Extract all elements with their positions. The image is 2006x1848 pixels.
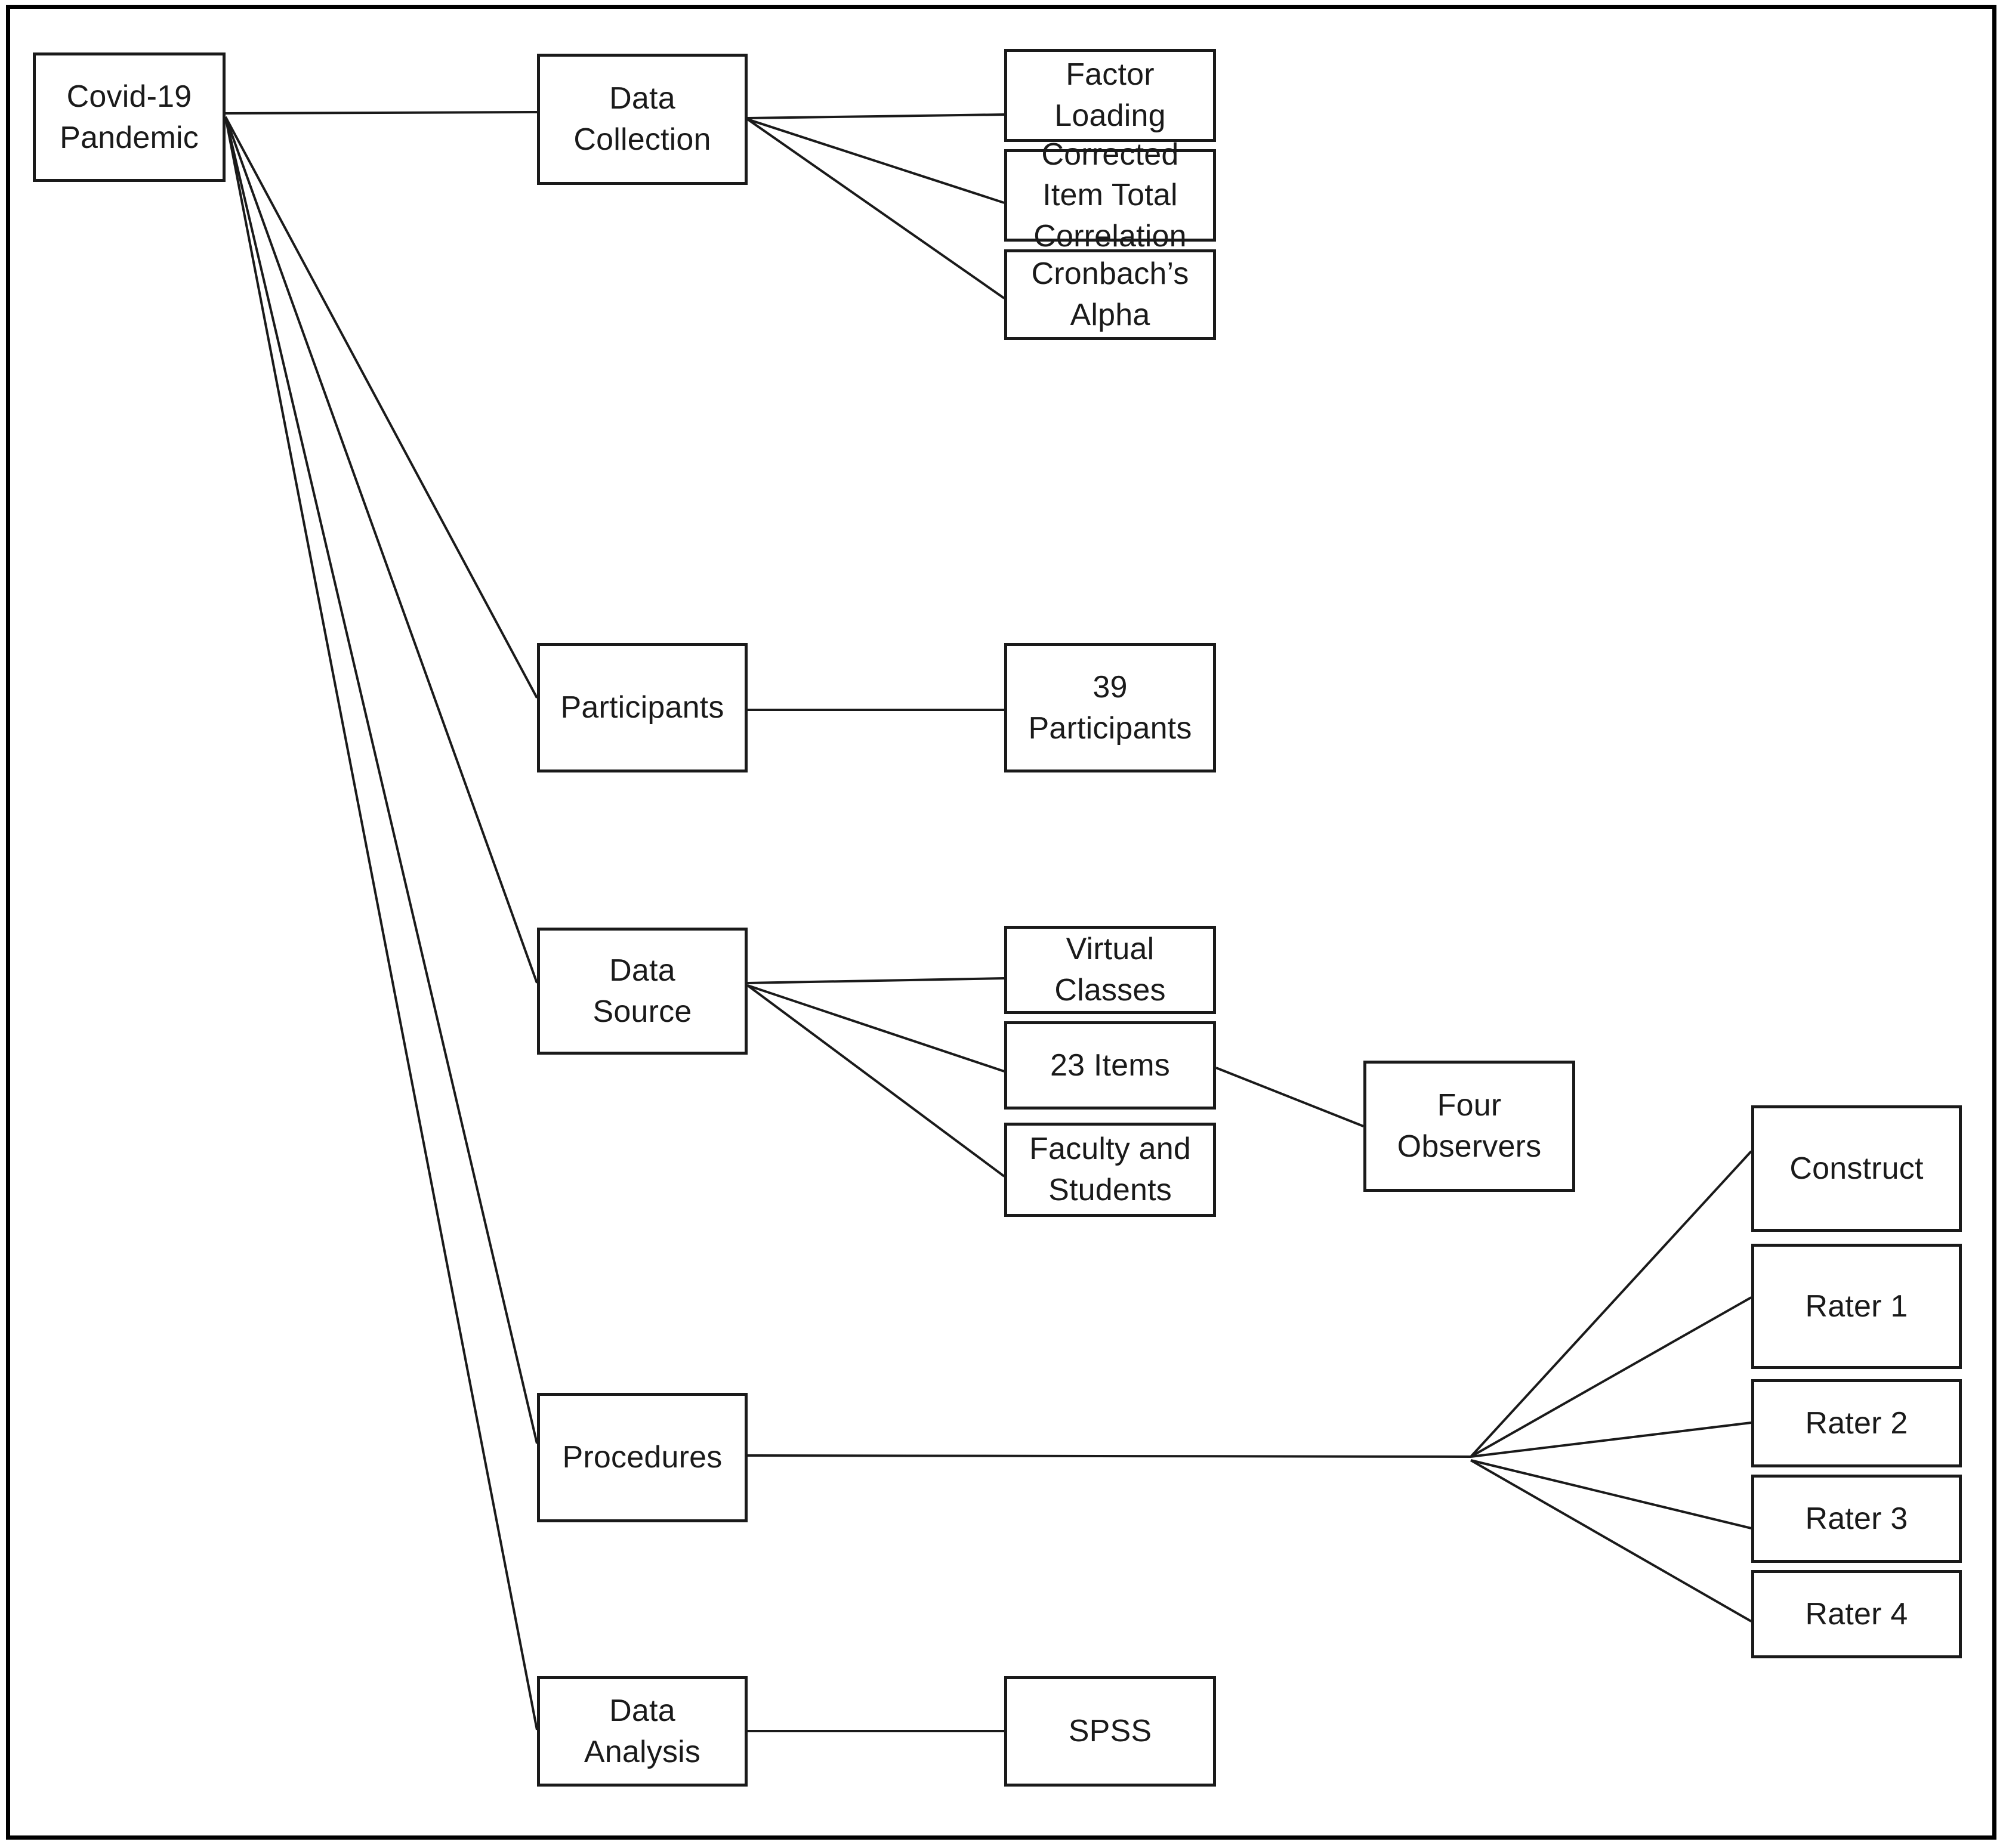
node-rater_4[interactable]: Rater 4	[1751, 1570, 1962, 1658]
edge-covid19_pandemic-to-data_analysis	[224, 116, 538, 1730]
node-faculty_students[interactable]: Faculty and Students	[1004, 1123, 1216, 1217]
edge-rater_hub-to-rater_2	[1470, 1421, 1752, 1458]
node-factor_loading[interactable]: Factor Loading	[1004, 49, 1216, 142]
node-rater_2[interactable]: Rater 2	[1751, 1379, 1962, 1467]
node-covid19_pandemic[interactable]: Covid-19 Pandemic	[33, 52, 226, 182]
diagram-outer-frame	[6, 5, 1996, 1840]
node-four_observers[interactable]: Four Observers	[1363, 1061, 1575, 1192]
node-participants[interactable]: Participants	[537, 643, 748, 772]
node-procedures[interactable]: Procedures	[537, 1393, 748, 1522]
node-rater_3[interactable]: Rater 3	[1751, 1475, 1962, 1563]
edge-data_source-to-virtual_classes	[747, 977, 1005, 984]
edge-rater_hub-to-construct	[1470, 1150, 1752, 1458]
edge-covid19_pandemic-to-data_collection	[225, 111, 538, 115]
node-virtual_classes[interactable]: Virtual Classes	[1004, 926, 1216, 1014]
edge-covid19_pandemic-to-procedures	[224, 116, 538, 1444]
edge-data_source-to-items_23	[747, 984, 1005, 1073]
edge-data_source-to-faculty_students	[746, 984, 1005, 1178]
edge-covid19_pandemic-to-participants	[224, 116, 538, 699]
node-data_collection[interactable]: Data Collection	[537, 54, 748, 185]
edge-procedures-to-rater_hub	[747, 1454, 1471, 1458]
edge-rater_hub-to-rater_4	[1470, 1459, 1752, 1623]
edge-data_collection-to-factor_loading	[747, 113, 1005, 119]
node-data_source[interactable]: Data Source	[537, 928, 748, 1055]
node-corrected_item[interactable]: Corrected Item Total Correlation	[1004, 137, 1216, 254]
edge-covid19_pandemic-to-data_source	[224, 116, 538, 984]
node-rater_1[interactable]: Rater 1	[1751, 1244, 1962, 1369]
edge-rater_hub-to-rater_1	[1470, 1296, 1752, 1458]
node-spss[interactable]: SPSS	[1004, 1676, 1216, 1787]
edge-data_collection-to-corrected_item	[747, 118, 1005, 204]
node-data_analysis[interactable]: Data Analysis	[537, 1676, 748, 1787]
node-cronbachs_alpha[interactable]: Cronbach’s Alpha	[1004, 249, 1216, 340]
node-construct[interactable]: Construct	[1751, 1105, 1962, 1232]
node-participants_count[interactable]: 39 Participants	[1004, 643, 1216, 772]
node-items_23[interactable]: 23 Items	[1004, 1021, 1216, 1110]
edge-rater_hub-to-rater_3	[1470, 1459, 1752, 1529]
edge-items_23-to-four_observers	[1215, 1067, 1364, 1127]
edge-data_collection-to-cronbachs_alpha	[746, 118, 1005, 299]
